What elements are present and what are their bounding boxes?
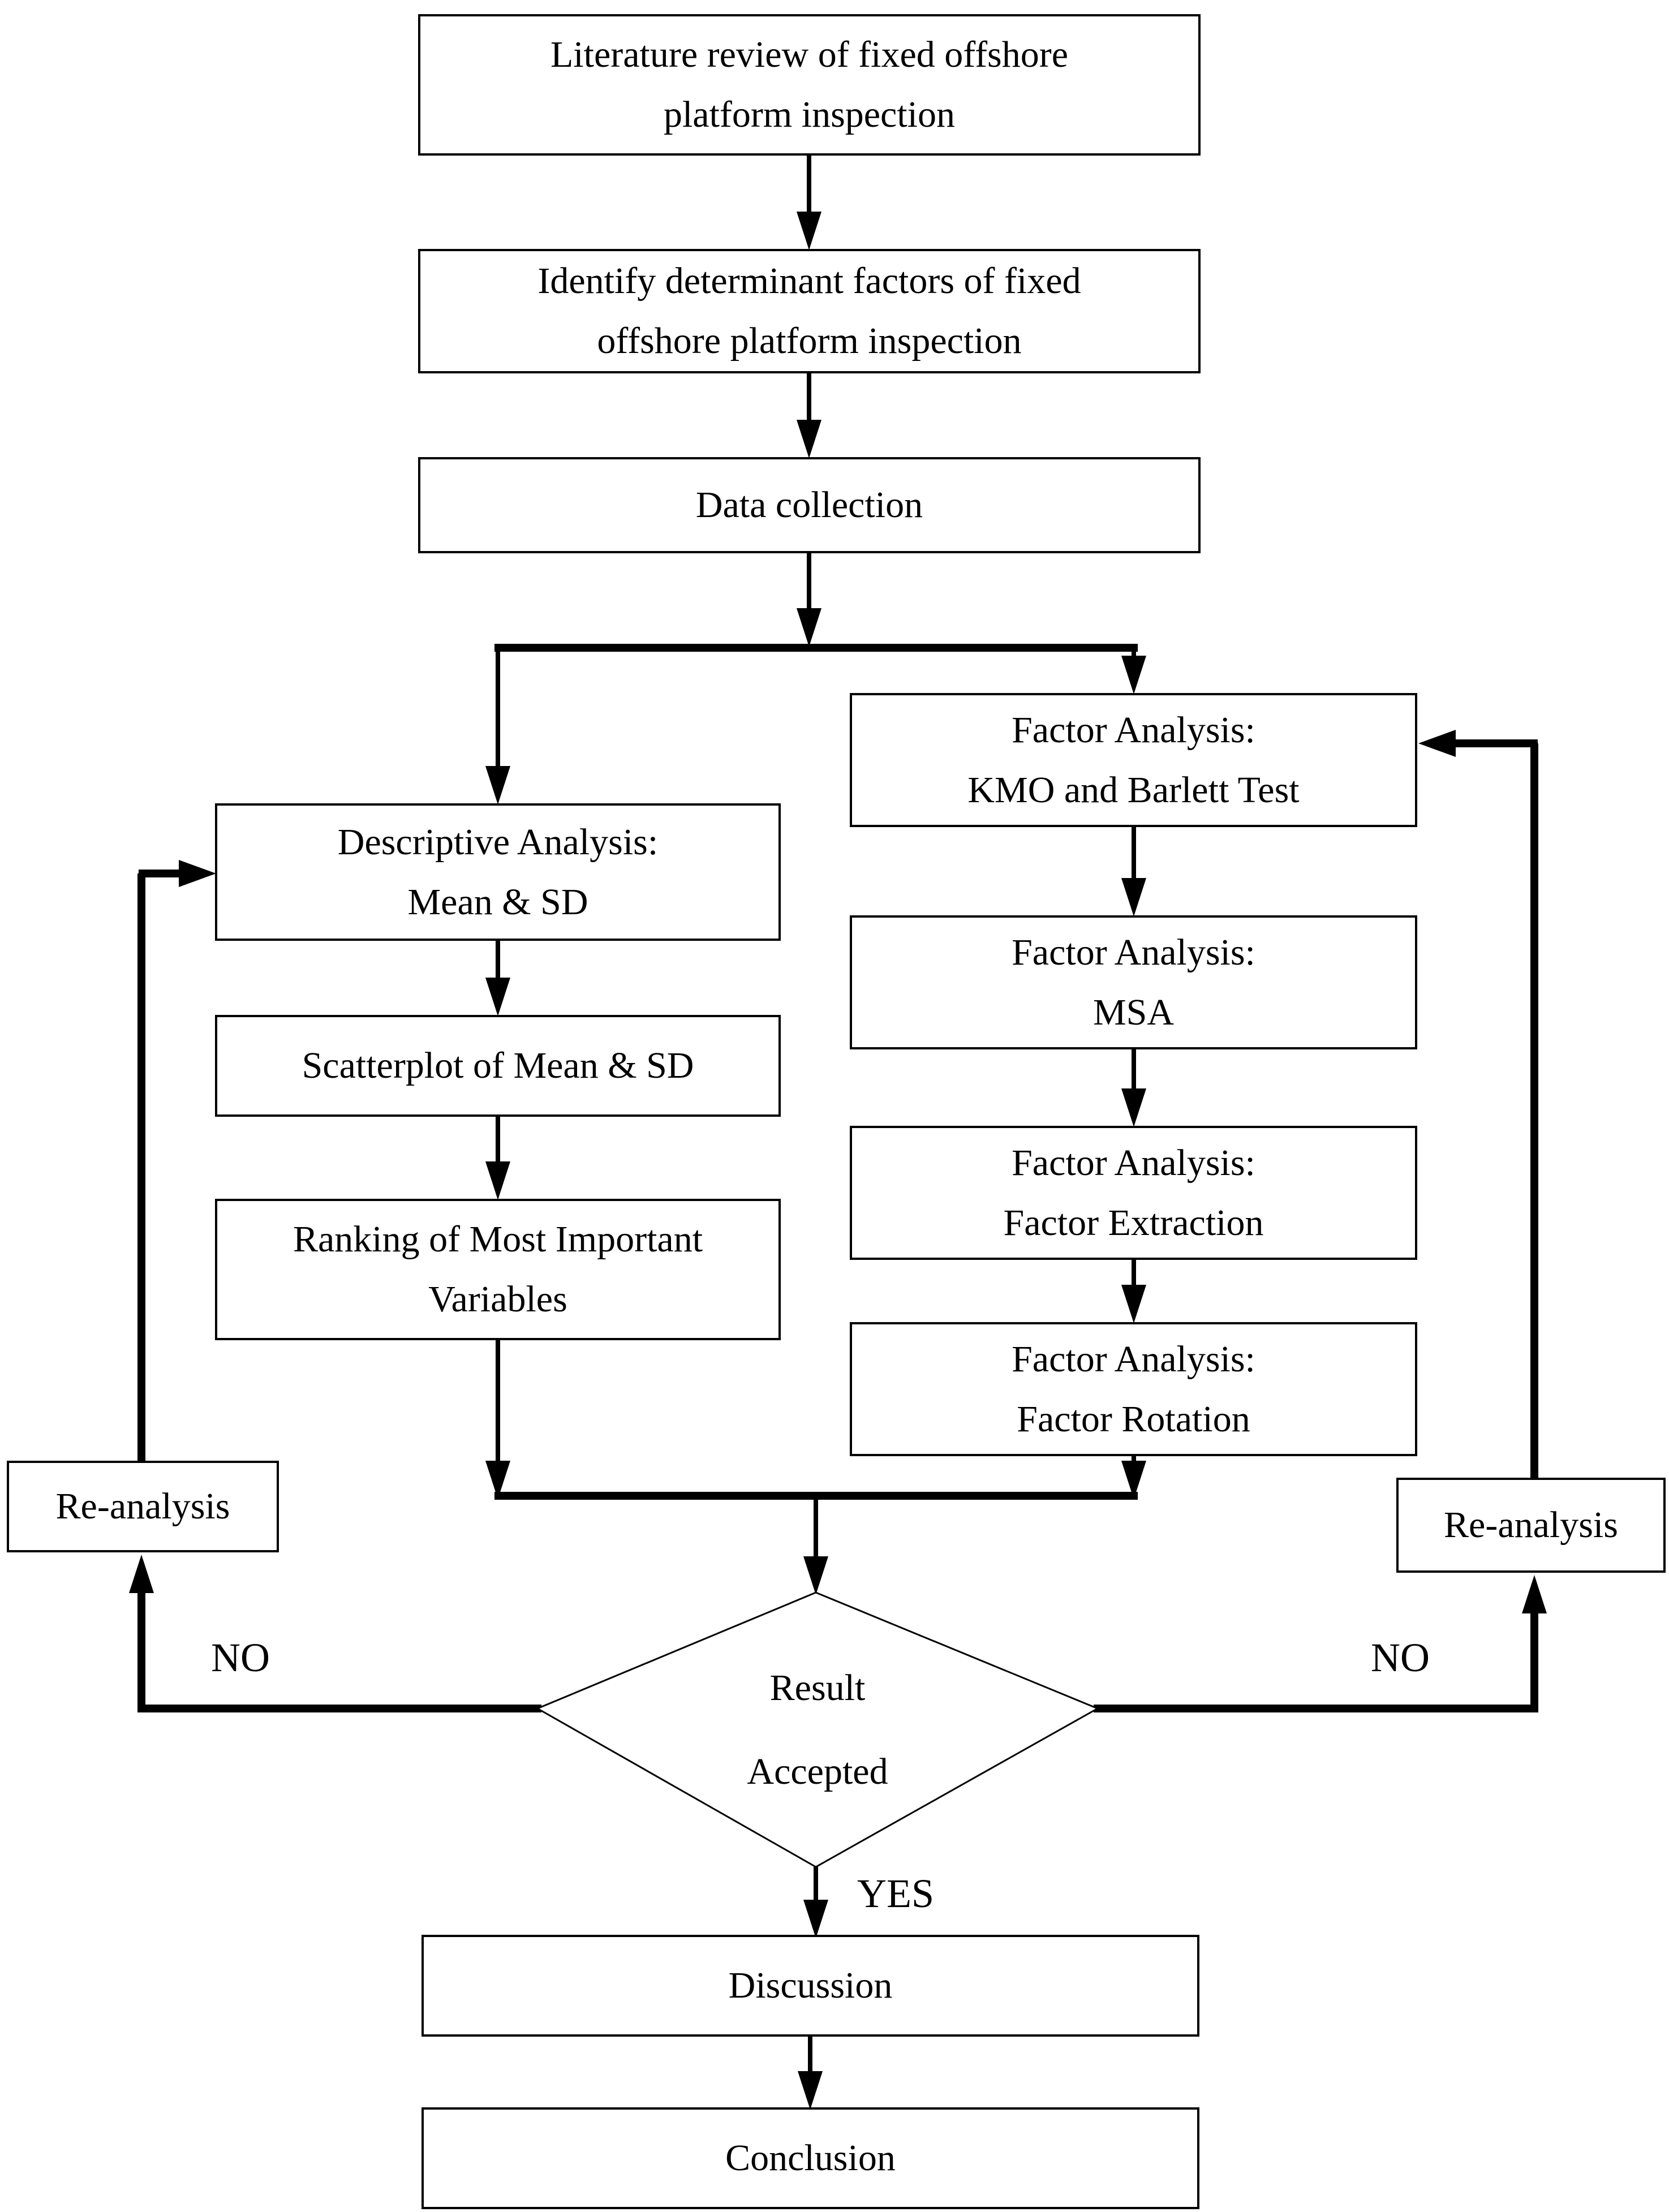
node-fa-msa-line2: MSA [1092,991,1175,1033]
node-descriptive-analysis-line2: Mean & SD [407,881,588,923]
node-identify-factors: Identify determinant factors of fixed of… [418,249,1201,373]
node-literature-review-line2: platform inspection [663,94,956,135]
node-ranking: Ranking of Most Important Variables [215,1199,781,1340]
node-decision-line2: Accepted [747,1750,888,1792]
node-decision-line1: Result [769,1667,866,1709]
node-conclusion-label: Conclusion [725,2137,896,2179]
arrowheads [129,212,1547,2110]
node-scatterplot: Scatterplot of Mean & SD [215,1015,781,1117]
node-fa-msa: Factor Analysis: MSA [850,915,1417,1049]
decision-diamond-shape [535,1591,1100,1868]
node-data-collection-label: Data collection [695,484,923,526]
loop-lines [137,644,1538,1712]
node-fa-rotation: Factor Analysis: Factor Rotation [850,1322,1417,1456]
node-conclusion: Conclusion [421,2107,1199,2209]
node-reanalysis-right: Re-analysis [1396,1478,1666,1573]
node-fa-kmo-line2: KMO and Barlett Test [967,769,1300,811]
node-fa-rotation-line2: Factor Rotation [1017,1398,1250,1440]
node-ranking-line1: Ranking of Most Important [292,1219,703,1260]
node-literature-review-line1: Literature review of fixed offshore [550,34,1069,75]
edge-label-no-left: NO [211,1635,270,1680]
node-fa-extraction: Factor Analysis: Factor Extraction [850,1126,1417,1260]
node-scatterplot-label: Scatterplot of Mean & SD [302,1045,694,1086]
node-discussion: Discussion [421,1935,1199,2037]
node-fa-kmo-line1: Factor Analysis: [1012,709,1255,751]
node-fa-extraction-line1: Factor Analysis: [1012,1142,1255,1184]
flow-lines [496,156,1136,2072]
node-fa-kmo: Factor Analysis: KMO and Barlett Test [850,693,1417,827]
node-data-collection: Data collection [418,457,1201,553]
node-ranking-line2: Variables [428,1279,567,1320]
node-descriptive-analysis-line1: Descriptive Analysis: [337,821,659,863]
node-literature-review: Literature review of fixed offshore plat… [418,14,1201,156]
node-fa-msa-line1: Factor Analysis: [1012,931,1255,973]
node-fa-rotation-line1: Factor Analysis: [1012,1338,1255,1380]
node-reanalysis-right-label: Re-analysis [1444,1504,1618,1546]
node-reanalysis-left: Re-analysis [7,1461,279,1552]
node-descriptive-analysis: Descriptive Analysis: Mean & SD [215,803,781,941]
node-fa-extraction-line2: Factor Extraction [1003,1202,1264,1243]
node-reanalysis-left-label: Re-analysis [55,1486,230,1527]
edge-label-no-right: NO [1371,1635,1430,1680]
node-decision: Result Accepted [537,1593,1098,1867]
edge-label-yes: YES [857,1871,935,1916]
node-identify-factors-line1: Identify determinant factors of fixed [537,260,1081,302]
node-discussion-label: Discussion [728,1965,893,2006]
node-identify-factors-line2: offshore platform inspection [597,320,1022,362]
